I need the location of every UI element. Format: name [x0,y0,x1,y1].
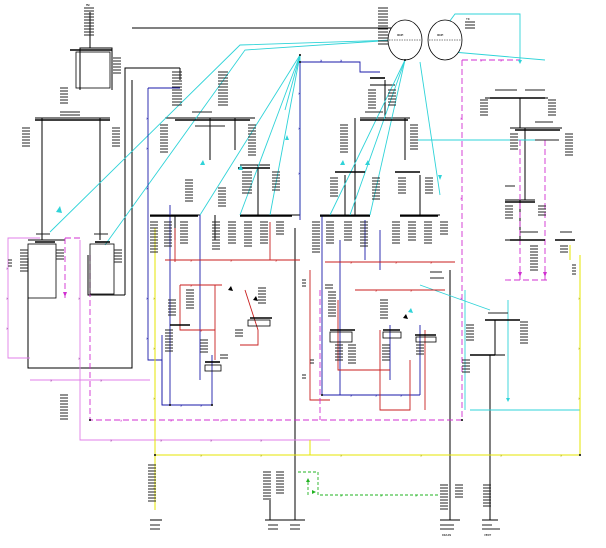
svg-text:×: × [120,418,123,423]
svg-text:×: × [460,196,463,201]
svg-text:×: × [375,393,378,398]
line-markers: × × × × × × × × × × × × × × × × × × × × × × × × × × × × ×… [6,58,581,498]
svg-text:×: × [160,438,163,443]
svg-text:×: × [78,296,81,301]
svg-text:×: × [350,260,353,265]
svg-text:×: × [110,438,113,443]
svg-text:×: × [6,326,9,331]
svg-text:×: × [170,418,173,423]
svg-text:×: × [190,258,193,263]
svg-text:×: × [153,396,156,401]
svg-text:×: × [340,453,343,458]
svg-text:×: × [153,346,156,351]
svg-text:×: × [350,393,353,398]
tag-b-label: TR [466,17,470,21]
outlet-2-label: VENT [484,533,491,537]
small-tags: MW TR DRAIN VENT [86,3,491,537]
yellow-lines [154,228,581,510]
svg-text:×: × [400,393,403,398]
junction-dots [89,54,581,456]
svg-text:×: × [180,403,183,408]
svg-text:×: × [6,296,9,301]
green-lines [298,471,440,496]
svg-text:×: × [200,403,203,408]
svg-text:×: × [50,378,53,383]
svg-text:×: × [420,453,423,458]
svg-text:×: × [395,260,398,265]
blue-lines [147,61,421,406]
svg-text:×: × [578,396,581,401]
svg-text:×: × [410,418,413,423]
svg-text:×: × [298,126,301,131]
svg-text:×: × [146,116,149,121]
svg-text:×: × [340,58,343,63]
svg-text:×: × [210,438,213,443]
svg-text:×: × [153,296,156,301]
svg-text:×: × [270,418,273,423]
drum-1-label: DRUM [397,33,404,37]
svg-text:×: × [6,266,9,271]
tag-a-label: MW [86,3,90,7]
svg-text:×: × [415,493,418,498]
svg-text:×: × [460,296,463,301]
svg-text:×: × [146,186,149,191]
drum-2-icon: DRUM [427,19,463,61]
drum-2-label: DRUM [437,33,444,37]
svg-text:×: × [500,58,503,63]
svg-text:×: × [78,356,81,361]
tank-boxes [27,51,437,372]
red-lines [165,222,455,411]
svg-text:×: × [260,453,263,458]
magenta-lines [64,59,548,421]
svg-text:×: × [375,288,378,293]
svg-text:×: × [260,438,263,443]
equipment-blocks [35,49,575,363]
svg-text:×: × [578,296,581,301]
svg-text:×: × [460,116,463,121]
svg-text:×: × [578,346,581,351]
drum-vessels: DRUM DRUM [387,19,463,61]
svg-text:×: × [220,418,223,423]
violet-lines [7,237,330,441]
label-stacks [8,7,576,530]
svg-text:×: × [320,58,323,63]
svg-text:×: × [146,146,149,151]
svg-text:×: × [560,453,563,458]
flow-arrows [56,60,547,494]
svg-text:×: × [480,58,483,63]
svg-text:×: × [146,336,149,341]
svg-text:×: × [153,486,156,491]
svg-text:×: × [200,328,203,333]
svg-text:×: × [190,283,193,288]
svg-text:×: × [275,258,278,263]
svg-text:×: × [298,91,301,96]
svg-text:×: × [350,418,353,423]
svg-text:×: × [200,453,203,458]
cyan-lines [49,13,581,411]
svg-text:×: × [340,493,343,498]
drum-1-icon: DRUM [387,19,423,61]
svg-text:×: × [410,288,413,293]
svg-text:×: × [298,171,301,176]
svg-text:×: × [230,258,233,263]
svg-text:×: × [380,493,383,498]
svg-text:×: × [146,296,149,301]
svg-text:×: × [100,378,103,383]
svg-text:×: × [500,453,503,458]
svg-text:×: × [430,260,433,265]
outlet-1-label: DRAIN [442,533,451,537]
